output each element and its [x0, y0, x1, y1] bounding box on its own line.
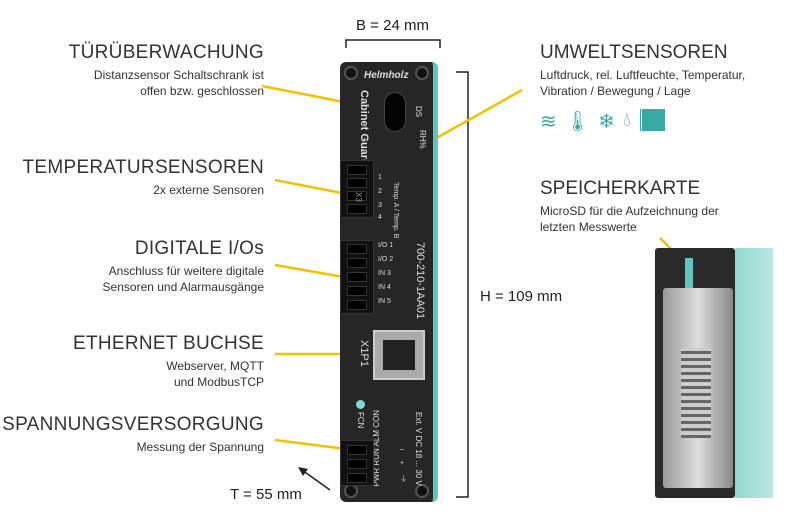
- width-dimension: B = 24 mm: [356, 17, 429, 34]
- wind-icon: ≋: [540, 111, 557, 133]
- pin-label: 2: [378, 188, 382, 195]
- height-dimension: H = 109 mm: [480, 288, 563, 305]
- depth-arrow: [298, 467, 331, 491]
- distance-sensor: [384, 92, 406, 132]
- height-bracket: [456, 71, 469, 498]
- pin-label: ⏚: [400, 476, 407, 483]
- screw-icon: [415, 484, 429, 498]
- fcn-label: FCN: [356, 412, 365, 429]
- pin-label: –: [400, 446, 404, 453]
- pin-label: I/O 2: [378, 256, 394, 263]
- pin-label: IN 3: [378, 270, 391, 277]
- screw-icon: [344, 66, 358, 80]
- device-side-view: [655, 248, 773, 498]
- width-bracket: [345, 39, 441, 48]
- pin-label: +: [400, 460, 405, 467]
- pin-label: 4: [378, 214, 382, 221]
- brand-logo: Helmholz: [364, 70, 409, 81]
- temp-labels: Temp. A / Temp. B: [392, 182, 399, 239]
- screw-icon: [415, 66, 429, 80]
- vibration-icon: [638, 109, 665, 131]
- pin-label: IN 5: [378, 298, 391, 305]
- sensor-icons: ≋ 🌡︎ ❄ 💧︎: [540, 109, 780, 134]
- depth-dimension: T = 55 mm: [230, 486, 302, 503]
- pin-label: I/O 1: [378, 242, 394, 249]
- x1p1-label: X1P1: [358, 340, 370, 367]
- digital-io-terminal[interactable]: [340, 240, 374, 314]
- temperature-terminal[interactable]: [340, 160, 374, 218]
- screw-icon: [344, 484, 358, 498]
- function-button[interactable]: [356, 400, 365, 409]
- pin-label: 3: [378, 202, 382, 209]
- snowflake-icon: ❄: [598, 111, 615, 133]
- ethernet-port[interactable]: [373, 330, 425, 380]
- device-front-panel: Helmholz Cabinet Guard DS RH% X3 1 2 3 4…: [340, 62, 438, 502]
- rh-label: RH%: [418, 130, 427, 149]
- spring: [681, 348, 711, 438]
- pin-label: 1: [378, 174, 382, 181]
- power-terminal[interactable]: [340, 440, 374, 486]
- x3-label: X3: [354, 192, 363, 202]
- thermometer-icon: 🌡︎: [564, 111, 591, 133]
- cabinet-guard-label: Cabinet Guard: [358, 90, 370, 166]
- model-number: 700-210-1AA01: [414, 242, 426, 320]
- droplet-icon: 💧︎: [622, 109, 631, 131]
- power-label: Ext. V DC 18 ... 30 V: [414, 412, 423, 486]
- ds-label: DS: [414, 106, 423, 118]
- pin-label: IN 4: [378, 284, 391, 291]
